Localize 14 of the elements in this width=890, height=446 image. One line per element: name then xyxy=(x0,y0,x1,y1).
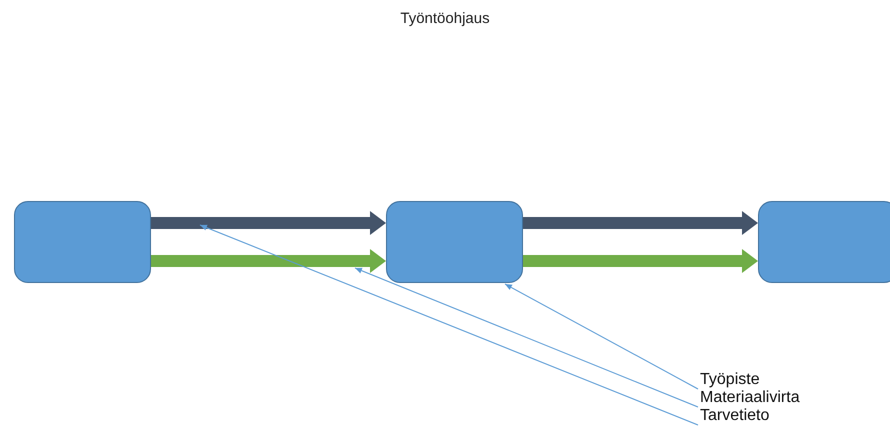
arrow xyxy=(523,249,758,273)
leader-line xyxy=(504,284,698,390)
workstation-box xyxy=(386,201,523,283)
arrow xyxy=(151,249,386,273)
arrow xyxy=(523,211,758,235)
callout-label: Työpiste xyxy=(700,371,760,389)
workstation-box xyxy=(758,201,890,283)
diagram-title: Työntöohjaus xyxy=(399,10,491,27)
callout-label: Materiaalivirta xyxy=(700,389,800,407)
leader-line xyxy=(200,224,698,426)
arrow xyxy=(151,211,386,235)
leader-line xyxy=(354,268,698,408)
workstation-box xyxy=(14,201,151,283)
callout-label: Tarvetieto xyxy=(700,407,770,425)
